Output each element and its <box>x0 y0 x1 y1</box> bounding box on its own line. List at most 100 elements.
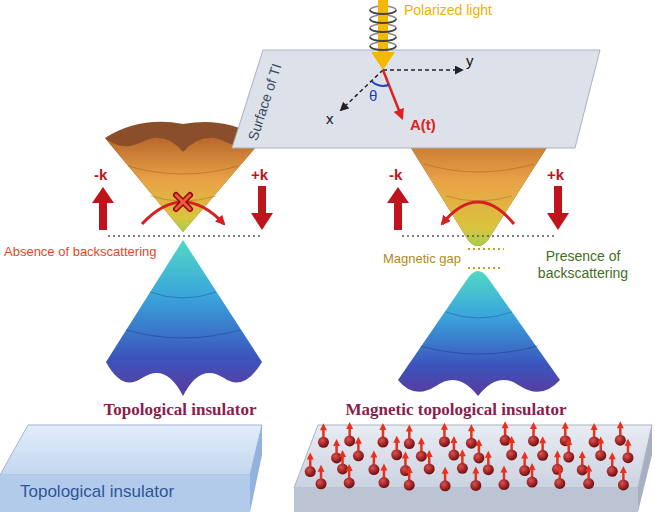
spin-head <box>418 437 425 444</box>
spin-head <box>426 450 433 457</box>
spin-moment <box>439 423 450 448</box>
drawing-part <box>105 138 262 232</box>
spin-head <box>609 452 616 459</box>
spin-head <box>472 466 479 473</box>
magnetic-atom <box>498 479 509 490</box>
drawing-part <box>420 346 538 354</box>
spin-head <box>554 450 561 457</box>
spin-moment <box>353 437 364 462</box>
magnetic-atom <box>344 435 355 446</box>
drawing-part <box>150 196 216 201</box>
drawing-part <box>387 187 409 203</box>
spin-moment <box>537 436 548 461</box>
gap-marker <box>468 248 504 250</box>
magnetic-atom <box>554 478 565 489</box>
dotted-line <box>108 235 260 237</box>
magnetic-atom <box>483 464 494 475</box>
drawing-part <box>106 240 262 396</box>
drawing-part <box>370 10 396 14</box>
spin-shaft <box>531 469 534 477</box>
spin-moment <box>331 439 342 464</box>
spin-shaft <box>487 457 490 465</box>
drawing-part <box>446 196 512 201</box>
spin-moment <box>615 421 626 446</box>
drawing-part <box>370 42 396 46</box>
drawing-part <box>92 187 114 203</box>
spin-head <box>624 439 631 446</box>
spin-moment <box>424 450 435 475</box>
light-arrowhead <box>371 52 395 70</box>
spin-moment <box>519 452 530 477</box>
magnetic-atom <box>318 437 329 448</box>
spin-moment <box>498 466 509 491</box>
spin-moment <box>527 463 538 488</box>
spin-moment <box>583 465 594 490</box>
spin-shaft <box>357 443 360 451</box>
drawing-part <box>305 421 634 491</box>
drawing-part <box>251 213 273 230</box>
magnetic-atom <box>391 449 402 460</box>
magnetic-atom <box>344 477 355 488</box>
spin-head <box>539 436 546 443</box>
magnetic-atom <box>400 465 411 476</box>
spin-moment <box>337 450 348 475</box>
drawing-part <box>370 19 396 23</box>
spin-shaft <box>443 429 446 437</box>
slab-label: Topological insulator <box>20 482 174 502</box>
spin-moment <box>448 436 459 461</box>
drawing-part <box>370 24 396 28</box>
magnetic-atom <box>527 477 538 488</box>
spin-shaft <box>453 442 456 450</box>
ti-slab: Topological insulator <box>0 425 265 512</box>
spin-head <box>459 449 466 456</box>
drawing-part <box>547 213 569 230</box>
spin-moment <box>506 436 517 461</box>
spin-head <box>346 464 353 471</box>
surface-plane: Surface of TI <box>228 48 606 150</box>
x-axis <box>341 70 383 110</box>
spin-head <box>450 436 457 443</box>
drawing-part <box>398 271 560 396</box>
momentum-label: +k <box>251 166 268 184</box>
spin-head <box>565 438 572 445</box>
spin-head <box>339 450 346 457</box>
spin-shaft <box>408 431 411 439</box>
magnetic-atom <box>466 438 477 449</box>
spin-moment <box>378 464 389 489</box>
spin-head <box>521 452 528 459</box>
drawing-part <box>258 186 266 216</box>
spin-moment <box>563 438 574 463</box>
spin-moment <box>404 425 415 450</box>
magnetic-atom <box>537 450 548 461</box>
spin-moment <box>440 467 451 492</box>
spin-head <box>468 424 475 431</box>
magnetic-atom <box>615 435 626 446</box>
effect-label: Absence of backscattering <box>4 244 156 260</box>
magnetic-atom <box>607 466 618 477</box>
magnetic-atom <box>378 477 389 488</box>
spin-shaft <box>559 470 562 478</box>
spin-moment <box>577 451 588 476</box>
spin-shaft <box>395 442 398 450</box>
gap-marker <box>468 267 500 269</box>
shape-face <box>0 475 250 512</box>
spin-moment <box>466 424 477 449</box>
magnetic-atom <box>552 464 563 475</box>
blocked-cross <box>176 195 190 209</box>
spin-shaft <box>627 445 630 453</box>
spin-shaft <box>335 445 338 453</box>
magnetic-atom <box>353 450 364 461</box>
spin-head <box>442 467 449 474</box>
angle-label: θ <box>369 87 377 105</box>
spin-head <box>500 466 507 473</box>
spin-moment <box>552 450 563 475</box>
drawing-part <box>150 292 216 298</box>
spin-moment <box>400 452 411 477</box>
spin-moment <box>318 423 329 448</box>
magnetic-atom <box>439 436 450 447</box>
spin-moment <box>473 439 484 464</box>
drawing-part <box>294 488 638 512</box>
momentum-label: -k <box>94 166 107 184</box>
axis-label: y <box>466 52 474 70</box>
magnetic-atom <box>563 452 574 463</box>
